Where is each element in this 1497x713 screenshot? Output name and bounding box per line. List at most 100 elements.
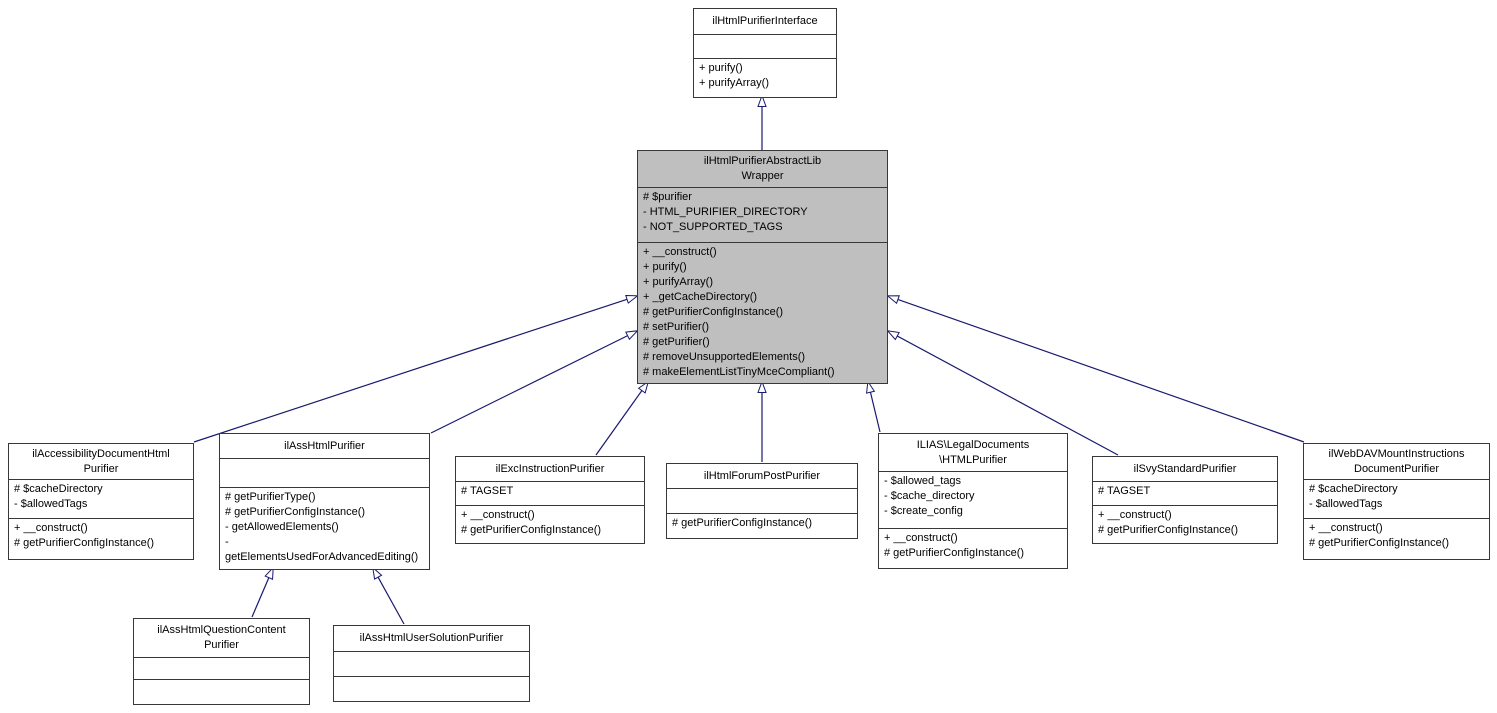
class-method: # setPurifier() (643, 321, 710, 333)
class-title-compartment: ilHtmlPurifierInterface (694, 9, 836, 34)
class-name: ILIAS\LegalDocuments (916, 438, 1030, 451)
inheritance-arrow-ilias-legaldocuments-htmlpurifier-to-ilhtmlpurifierabstractlibwrapper (868, 382, 881, 433)
class-attrs-compartment: # TAGSET (456, 481, 644, 505)
class-meths-compartment: + __construct() # getPurifierConfigInstan… (879, 528, 1067, 568)
class-attribute: # TAGSET (1098, 485, 1151, 497)
class-name: ilExcInstructionPurifier (495, 462, 605, 475)
class-meths-compartment (334, 676, 529, 701)
inheritance-arrow-ilaccessibilitydocumenthtmlpurifier-to-ilhtmlpurifierabstractlibwrapper (193, 296, 637, 443)
class-method: + purifyArray() (643, 276, 713, 288)
inheritance-arrow-ilasshtmlusersolutionpurifier-to-ilasshtmlpurifier (373, 568, 405, 625)
class-method: + _getCacheDirectory() (643, 291, 758, 303)
class-attrs-compartment: # $cacheDirectory - $allowedTags (9, 479, 193, 518)
class-method: + __construct() (461, 509, 535, 521)
class-title-compartment: ilExcInstructionPurifier (456, 457, 644, 481)
class-attribute: - $create_config (884, 505, 963, 517)
class-title-compartment: ilAssHtmlPurifier (220, 434, 429, 458)
class-method: # getPurifierConfigInstance() (225, 506, 366, 518)
class-node-ilasshtmlusersolutionpurifier[interactable]: ilAssHtmlUserSolutionPurifier (333, 625, 530, 702)
class-method: + __construct() (1098, 509, 1172, 521)
class-meths-compartment: # getPurifierType() # getPurifierConfigIn… (220, 487, 429, 569)
class-meths-compartment: + __construct()# getPurifierConfigInstan… (1093, 505, 1277, 543)
class-attribute: - HTML_PURIFIER_DIRECTORY (643, 206, 808, 218)
class-method: + purify() (643, 261, 687, 273)
class-method: # getPurifierConfigInstance() (672, 517, 813, 529)
class-meths-compartment: + __construct() + purify() + purifyArray()… (638, 242, 887, 383)
class-name: Purifier (204, 639, 239, 651)
class-meths-compartment: + purify() + purifyArray() (694, 58, 836, 97)
class-name: ilWebDAVMountInstructions (1328, 447, 1465, 460)
class-name: ilSvyStandardPurifier (1133, 462, 1237, 475)
class-method: # getPurifierConfigInstance() (643, 306, 784, 318)
class-method: - getElementsUsedForAdvancedEditing() (225, 536, 419, 563)
class-attrs-compartment: # $purifier - HTML_PURIFIER_DIRECTORY - NO… (638, 187, 887, 242)
class-attribute: - $cache_directory (884, 490, 975, 502)
class-attribute: - $allowed_tags (884, 475, 962, 487)
class-attrs-compartment (334, 651, 529, 676)
class-method: + __construct() (643, 246, 717, 258)
class-method: # makeElementListTinyMceCompliant() (643, 366, 835, 378)
class-name: Wrapper (741, 170, 784, 182)
class-attrs-compartment (134, 657, 309, 679)
class-attrs-compartment (694, 34, 836, 58)
class-name: ilAssHtmlUserSolutionPurifier (359, 632, 504, 644)
class-name: ilAssHtmlPurifier (284, 439, 365, 452)
class-name: ilHtmlPurifierAbstractLib (703, 155, 822, 167)
class-node-ilhtmlpurifierinterface[interactable]: ilHtmlPurifierInterface+ purify()+ purif… (693, 8, 837, 98)
class-title-compartment: ilHtmlForumPostPurifier (667, 464, 857, 488)
class-title-compartment: ilAssHtmlUserSolutionPurifier (334, 626, 529, 651)
class-attrs-compartment (667, 488, 857, 513)
class-meths-compartment: # getPurifierConfigInstance() (667, 513, 857, 538)
class-attrs-compartment: # TAGSET (1093, 481, 1277, 505)
class-meths-compartment: + __construct() # getPurifierConfigInstan… (456, 505, 644, 543)
class-attrs-compartment (220, 458, 429, 487)
class-node-ilias-legaldocuments-htmlpurifier[interactable]: ILIAS\LegalDocuments\HTMLPurifier - $allo… (878, 433, 1068, 569)
class-node-ilhtmlforumpostpurifier[interactable]: ilHtmlForumPostPurifier # getPurifierConf… (666, 463, 858, 539)
class-method: # getPurifierConfigInstance() (14, 537, 155, 549)
inheritance-arrow-ilasshtmlpurifier-to-ilhtmlpurifierabstractlibwrapper (430, 331, 637, 434)
class-attribute: # $purifier (643, 191, 692, 203)
class-method: + __construct() (1309, 522, 1383, 534)
class-title-compartment: ilSvyStandardPurifier (1093, 457, 1277, 481)
class-method: # getPurifierConfigInstance() (884, 547, 1025, 559)
class-attribute: # $cacheDirectory (1309, 483, 1398, 495)
class-method: # getPurifierConfigInstance() (461, 524, 602, 536)
class-method: # getPurifier() (643, 336, 710, 348)
class-meths-compartment: + __construct()# getPurifierConfigInstan… (9, 518, 193, 559)
class-name: DocumentPurifier (1354, 462, 1439, 475)
class-method: + __construct() (884, 532, 958, 544)
class-method: + purify() (699, 62, 743, 74)
class-attribute: - NOT_SUPPORTED_TAGS (643, 221, 783, 233)
class-attribute: - $allowedTags (14, 498, 88, 510)
class-method: + purifyArray() (699, 77, 769, 89)
class-attribute: # TAGSET (461, 485, 514, 497)
class-name: ilAssHtmlQuestionContent (157, 624, 286, 636)
class-method: - getAllowedElements() (225, 521, 339, 533)
class-method: # removeUnsupportedElements() (643, 351, 806, 363)
class-method: # getPurifierConfigInstance() (1309, 537, 1450, 549)
class-node-ilasshtmlpurifier[interactable]: ilAssHtmlPurifier# getPurifierType()# ge… (219, 433, 430, 570)
class-name: ilHtmlPurifierInterface (712, 15, 818, 27)
class-attribute: - $allowedTags (1309, 498, 1383, 510)
inheritance-arrow-ilexcinstructionpurifier-to-ilhtmlpurifierabstractlibwrapper (595, 382, 648, 456)
class-attrs-compartment: # $cacheDirectory - $allowedTags (1304, 479, 1489, 518)
class-node-ilsvystandardpurifier[interactable]: ilSvyStandardPurifier # TAGSET + __constru… (1092, 456, 1278, 544)
class-name: ilHtmlForumPostPurifier (703, 469, 821, 482)
class-method: # getPurifierType() (225, 491, 316, 503)
class-attribute: # $cacheDirectory (14, 483, 103, 495)
class-meths-compartment: + __construct() # getPurifierConfigInstan… (1304, 518, 1489, 559)
class-name: ilAccessibilityDocumentHtml (32, 447, 170, 460)
class-node-ilexcinstructionpurifier[interactable]: ilExcInstructionPurifier # TAGSET + __cons… (455, 456, 645, 544)
inheritance-arrow-ilsvystandardpurifier-to-ilhtmlpurifierabstractlibwrapper (888, 331, 1119, 456)
class-title-compartment: ILIAS\LegalDocuments\HTMLPurifier (879, 434, 1067, 471)
